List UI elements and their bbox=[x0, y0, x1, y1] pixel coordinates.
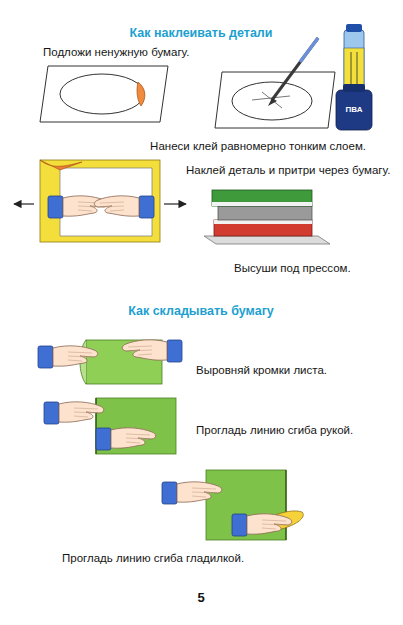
instruction-text: Нанеси клей равномерно тонким слоем. bbox=[150, 140, 366, 154]
page-number: 5 bbox=[197, 590, 204, 606]
bottle-label: ПВА bbox=[346, 105, 363, 115]
instruction-text: Подложи ненужную бумагу. bbox=[43, 46, 189, 60]
book-press bbox=[204, 190, 330, 244]
instruction-text: Наклей деталь и притри через бумагу. bbox=[186, 164, 390, 178]
fold-hand bbox=[44, 398, 176, 454]
paper-sheet bbox=[40, 66, 168, 122]
instruction-text: Прогладь линию сгиба рукой. bbox=[196, 424, 353, 438]
section-heading: Как складывать бумагу bbox=[128, 304, 274, 319]
fold-align bbox=[38, 340, 182, 384]
instruction-text: Высуши под прессом. bbox=[234, 262, 351, 276]
section-heading: Как наклеивать детали bbox=[130, 26, 273, 41]
instruction-text: Выровняй кромки листа. bbox=[196, 364, 327, 378]
instruction-text: Прогладь линию сгиба гладилкой. bbox=[62, 552, 244, 566]
fold-smoother bbox=[162, 470, 303, 540]
paste-scene bbox=[14, 160, 186, 242]
